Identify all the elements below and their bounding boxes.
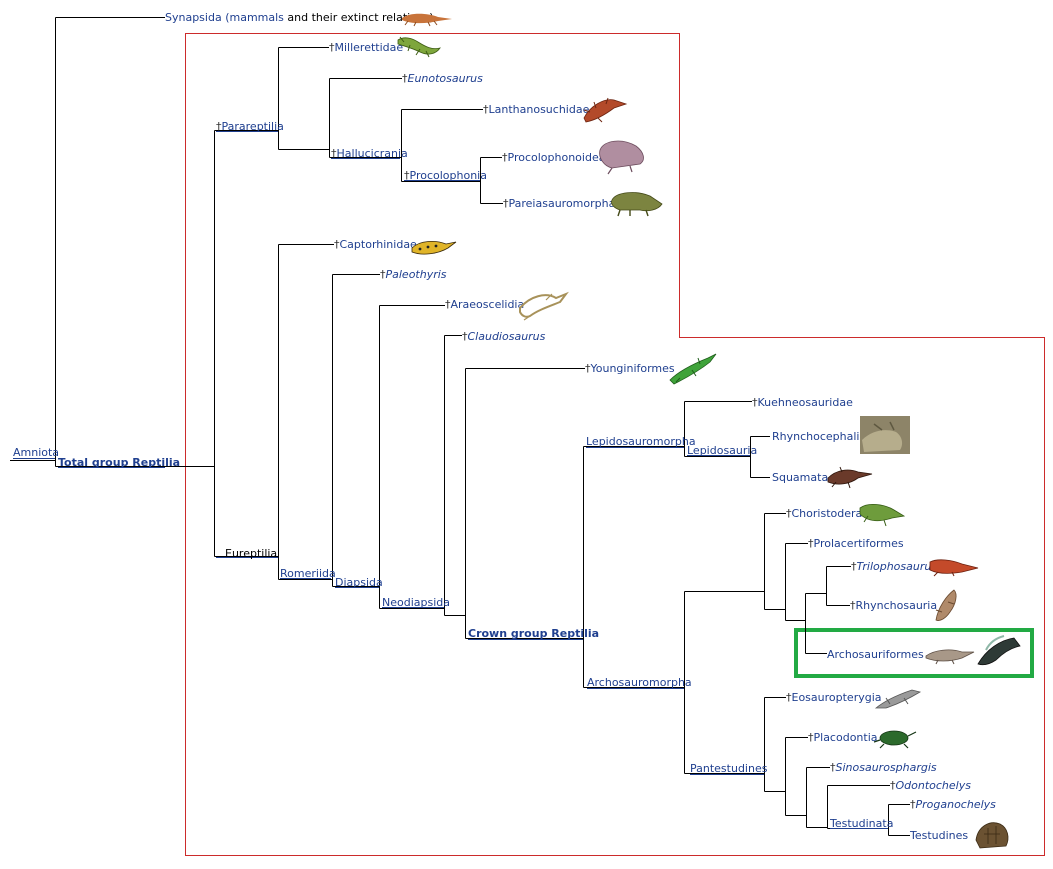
label-pantestudines[interactable]: Pantestudines — [690, 762, 768, 775]
taxon-labels: Amniota Synapsida (mammals and their ext… — [13, 11, 996, 842]
archosauriform-illustration — [925, 649, 975, 665]
label-testudinata[interactable]: Testudinata — [829, 817, 893, 830]
pareiasaur-illustration — [611, 192, 663, 217]
label-parareptilia[interactable]: †Parareptilia — [216, 120, 284, 133]
procolophonoid-illustration — [599, 140, 644, 175]
label-amniota[interactable]: Amniota — [13, 446, 59, 459]
araeoscelid-illustration — [519, 291, 569, 321]
lanthanosuchid-illustration — [583, 97, 628, 123]
label-eunotosaurus[interactable]: †Eunotosaurus — [402, 72, 483, 85]
label-crown-group-reptilia[interactable]: Crown group Reptilia — [468, 627, 599, 640]
label-archosauriformes[interactable]: Archosauriformes — [827, 648, 924, 661]
label-romeriida[interactable]: Romeriida — [280, 567, 336, 580]
tree-edges — [10, 17, 910, 836]
label-millerettidae[interactable]: †Millerettidae — [329, 41, 403, 54]
label-eosauropterygia[interactable]: †Eosauropterygia — [786, 691, 882, 704]
label-trilophosaurus[interactable]: †Trilophosaurus — [851, 560, 937, 573]
label-odontochelys[interactable]: †Odontochelys — [890, 779, 971, 792]
label-testudines[interactable]: Testudines — [909, 829, 968, 842]
reptilia-frame — [185, 33, 1045, 856]
younginiform-illustration — [669, 353, 717, 385]
label-underlines — [13, 131, 888, 829]
label-paleothyris[interactable]: †Paleothyris — [380, 268, 447, 281]
label-diapsida[interactable]: Diapsida — [335, 576, 383, 589]
rhynchosaur-illustration — [935, 589, 957, 621]
label-archosauromorpha[interactable]: Archosauromorpha — [587, 676, 692, 689]
label-rhynchosauria[interactable]: †Rhynchosauria — [850, 599, 937, 612]
label-synapsida[interactable]: Synapsida (mammals and their extinct rel… — [165, 11, 434, 24]
label-araeoscelidia[interactable]: †Araeoscelidia — [445, 298, 524, 311]
archosauriformes-highlight — [794, 628, 1034, 678]
label-neodiapsida[interactable]: Neodiapsida — [382, 596, 450, 609]
label-kuehneosauridae[interactable]: †Kuehneosauridae — [752, 396, 853, 409]
squamate-illustration — [827, 466, 873, 489]
label-proganochelys[interactable]: †Proganochelys — [910, 798, 996, 811]
label-procolophonia[interactable]: †Procolophonia — [404, 169, 487, 182]
synapsid-illustration — [402, 13, 452, 27]
label-pareiasauromorpha[interactable]: †Pareiasauromorpha — [503, 197, 615, 210]
label-lepidosauromorpha[interactable]: Lepidosauromorpha — [586, 435, 696, 448]
placodont-illustration — [873, 730, 917, 749]
label-claudiosaurus[interactable]: †Claudiosaurus — [462, 330, 546, 343]
label-choristodera[interactable]: †Choristodera — [786, 507, 862, 520]
label-rhynchocephalia[interactable]: Rhynchocephalia — [772, 430, 866, 443]
tuatara-photo — [860, 416, 910, 454]
millerettid-illustration — [397, 36, 441, 58]
pterosaur-illustration — [977, 635, 1021, 666]
label-squamata[interactable]: Squamata — [772, 471, 828, 484]
label-total-group-reptilia[interactable]: Total group Reptilia — [58, 456, 180, 469]
label-sinosaurosphargis[interactable]: †Sinosaurosphargis — [830, 761, 937, 774]
label-lepidosauria[interactable]: Lepidosauria — [687, 444, 757, 457]
label-eureptilia[interactable]: Eureptilia — [225, 547, 277, 560]
label-prolacertiformes[interactable]: †Prolacertiformes — [808, 537, 904, 550]
label-placodontia[interactable]: †Placodontia — [808, 731, 878, 744]
label-procolophonoidea[interactable]: †Procolophonoidea — [502, 151, 605, 164]
label-younginiformes[interactable]: †Younginiformes — [585, 362, 675, 375]
choristodere-illustration — [859, 504, 906, 527]
turtle-illustration — [975, 822, 1009, 849]
captorhinid-illustration — [411, 240, 457, 255]
label-captorhinidae[interactable]: †Captorhinidae — [334, 238, 417, 251]
illustrations — [397, 13, 1021, 849]
eosauropterygian-illustration — [874, 689, 922, 709]
trilophosaurus-illustration — [929, 559, 979, 577]
label-hallucicrania[interactable]: †Hallucicrania — [331, 147, 408, 160]
label-lanthanosuchidae[interactable]: †Lanthanosuchidae — [483, 103, 590, 116]
